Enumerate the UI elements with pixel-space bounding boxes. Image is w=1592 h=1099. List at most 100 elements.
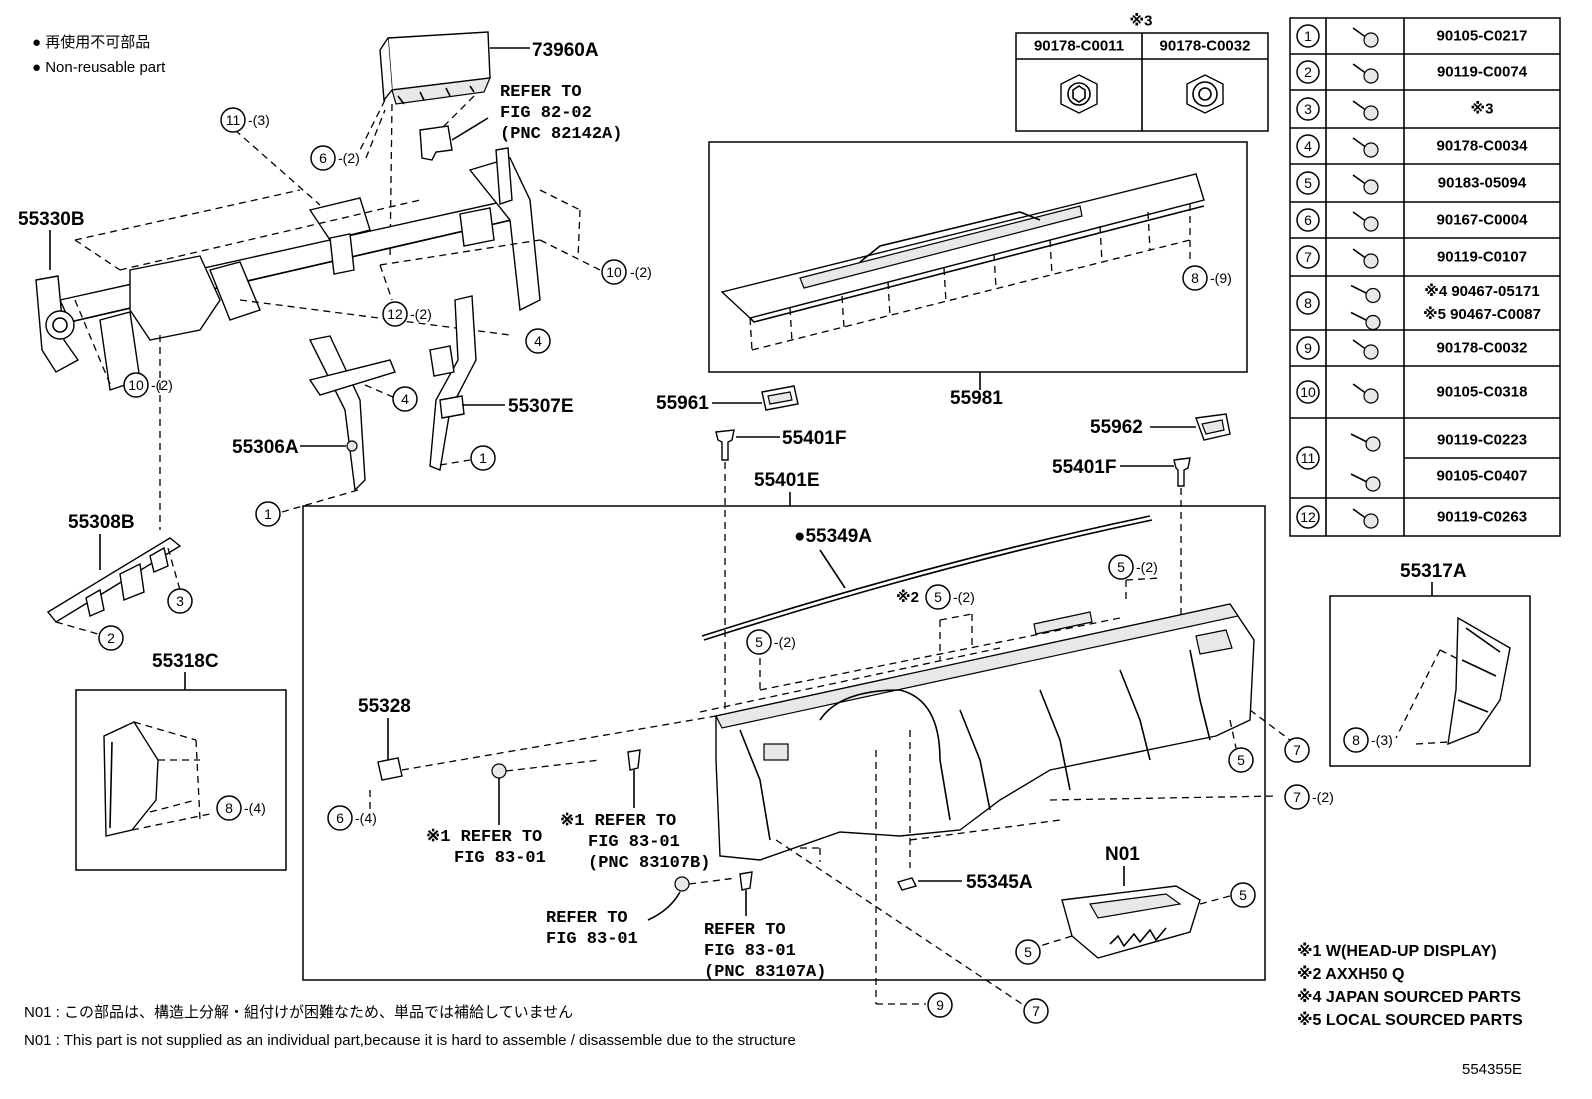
parts-row-partno: ※3 (1471, 100, 1494, 118)
cover-55317A: 55317A (1329, 561, 1531, 767)
fastener-icon (1352, 27, 1379, 48)
svg-text:5: 5 (755, 634, 763, 650)
marker-8-left: 8 -(4) (216, 795, 266, 821)
marker-6-bottom: 6 -(4) (327, 805, 377, 831)
marker-2: 2 (98, 625, 124, 651)
hud-connector-ref: ※1 REFER TO FIG 83-01 (426, 759, 601, 868)
marker-5-c: 5 -(2) (746, 629, 796, 655)
callout-55349A: ●55349A (794, 526, 872, 547)
note-x2: ※2 (896, 588, 919, 606)
cross-beam-assembly: 55330B (18, 129, 601, 530)
fastener-icon (1352, 383, 1379, 404)
parts-row: 1 90105-C0217 (1296, 24, 1528, 48)
parts-row-partno: 90119-C0263 (1437, 509, 1527, 526)
marker-3: 3 (167, 588, 193, 614)
marker-9: 9 (927, 992, 953, 1018)
svg-text:-(2): -(2) (410, 306, 432, 322)
marker-4-b: 4 (364, 384, 418, 412)
marker-11-top: 11 -(3) (220, 107, 270, 133)
parts-row-number: 12 (1300, 509, 1316, 525)
parts-row-number: 1 (1304, 28, 1312, 44)
fastener-icon (1350, 433, 1381, 492)
svg-text:7: 7 (1032, 1003, 1040, 1019)
svg-text:5: 5 (1239, 887, 1247, 903)
parts-row: 8※4 90467-05171※5 90467-C0087 (1290, 275, 1560, 331)
svg-text:-(3): -(3) (248, 112, 270, 128)
panel-55981: 55981 (708, 141, 1248, 409)
hud-connector-ref-b: ※1 REFER TO FIG 83-01 (PNC 83107B) (560, 749, 710, 873)
svg-text:7: 7 (1293, 742, 1301, 758)
marker-8-right: 8 -(3) (1343, 727, 1393, 753)
marker-1-a: 1 (439, 445, 496, 471)
note-jp: N01 : この部品は、構造上分解・組付けが困難なため、単品では補給していません (24, 1004, 573, 1021)
ref83-c-line1: REFER TO (546, 909, 628, 928)
connector-ref-d: REFER TO FIG 83-01 (PNC 83107A) (704, 847, 826, 982)
svg-text:10: 10 (128, 377, 144, 393)
parts-row-partno-alt: 90105-C0407 (1437, 468, 1528, 485)
legend-english: ● Non-reusable part (32, 59, 166, 76)
footnote-1: ※1 W(HEAD-UP DISPLAY) (1297, 942, 1497, 960)
clip-table-title: ※3 (1130, 12, 1153, 30)
parts-row-partno: 90105-C0318 (1437, 384, 1528, 401)
clip-icon-0011 (1060, 74, 1098, 114)
vent-55962: 55962 (1090, 413, 1231, 441)
callout-55317A: 55317A (1400, 561, 1467, 582)
footnotes: ※1 W(HEAD-UP DISPLAY) ※2 AXXH50 Q ※4 JAP… (1297, 942, 1523, 1029)
marker-5-b: ※2 5 -(2) (896, 584, 975, 610)
refer-82-line3: (PNC 82142A) (500, 125, 622, 144)
svg-text:1: 1 (264, 506, 272, 522)
parts-row: 12 90119-C0263 (1290, 497, 1560, 529)
parts-row-partno: 90178-C0034 (1437, 138, 1529, 155)
svg-text:7: 7 (1293, 789, 1301, 805)
parts-row-partno: 90119-C0074 (1437, 64, 1528, 81)
marker-10-right: 10 -(2) (601, 259, 652, 285)
fastener-icon (1352, 174, 1379, 195)
parts-row-partno: 90105-C0217 (1437, 28, 1528, 45)
parts-row-number: 9 (1304, 340, 1312, 356)
svg-text:8: 8 (1352, 732, 1360, 748)
svg-text:12: 12 (387, 306, 403, 322)
brace-55307E: 55307E (429, 295, 574, 471)
marker-7-b: 7 -(2) (1284, 784, 1334, 810)
svg-text:-(2): -(2) (774, 634, 796, 650)
svg-text:8: 8 (1191, 270, 1199, 286)
parts-row-partno: 90119-C0223 (1437, 432, 1527, 449)
marker-5-f: 5 (1015, 939, 1041, 965)
ref83-b-line2: FIG 83-01 (588, 833, 680, 852)
fastener-icon (1352, 211, 1379, 232)
callout-55961: 55961 (656, 393, 709, 414)
clip-icon-0032 (1186, 74, 1224, 114)
fastener-icon (1352, 63, 1379, 84)
svg-text:9: 9 (936, 997, 944, 1013)
note-en: N01 : This part is not supplied as an in… (24, 1032, 796, 1049)
parts-row-partno: ※4 90467-05171 (1424, 282, 1540, 300)
svg-text:5: 5 (934, 589, 942, 605)
clip-55401F-left: 55401F (715, 428, 846, 740)
parts-row-partno: 90167-C0004 (1437, 212, 1529, 229)
callout-55307E: 55307E (508, 396, 574, 417)
callout-55401F-right: 55401F (1052, 457, 1116, 478)
parts-row-number: 4 (1304, 138, 1312, 154)
marker-10-left: 10 -(2) (123, 372, 173, 398)
marker-5-e: 5 (1230, 882, 1256, 908)
bracket-55308B: 55308B (46, 512, 182, 635)
ref83-a-line2: FIG 83-01 (454, 849, 546, 868)
callout-N01: N01 (1105, 844, 1140, 865)
instrument-panel-box: 55401E (302, 470, 1266, 981)
clip-55401F-right: 55401F (1052, 457, 1191, 630)
fastener-icon (1352, 137, 1379, 158)
ref83-c-line2: FIG 83-01 (546, 930, 638, 949)
marker-7-a: 7 (1284, 737, 1310, 763)
svg-text:-(2): -(2) (1136, 559, 1158, 575)
strip-55349A: ●55349A (701, 515, 1153, 641)
parts-row-number: 3 (1304, 101, 1312, 117)
marker-6-top: 6 -(2) (310, 109, 386, 171)
callout-55401F-left: 55401F (782, 428, 846, 449)
ref83-d-line3: (PNC 83107A) (704, 963, 826, 982)
svg-text:-(2): -(2) (1312, 789, 1334, 805)
callout-55962: 55962 (1090, 417, 1143, 438)
fastener-icon (1352, 100, 1379, 121)
